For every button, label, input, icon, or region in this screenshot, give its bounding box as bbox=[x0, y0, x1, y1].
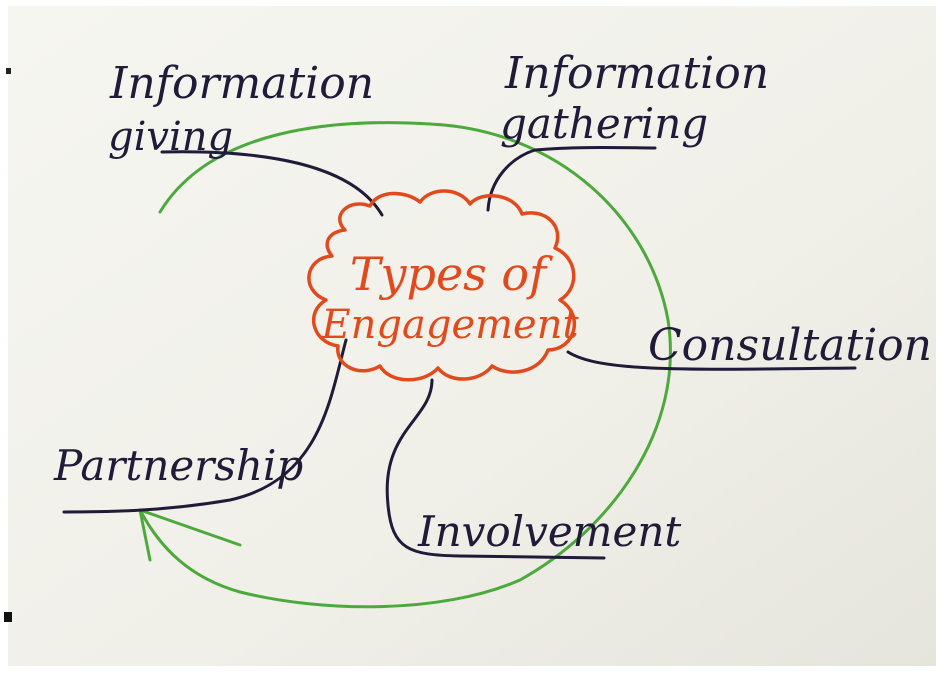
label-information-giving-line1: Information bbox=[109, 58, 374, 109]
edge-mark-bottom bbox=[4, 612, 12, 622]
center-title-line1: Types of bbox=[350, 247, 553, 301]
connector-consultation bbox=[566, 350, 857, 371]
cycle-arrow-curve bbox=[138, 121, 672, 609]
connector-involvement bbox=[385, 378, 606, 560]
connector-information-gathering bbox=[486, 146, 657, 212]
cycle-arrowhead-right bbox=[138, 508, 242, 547]
label-information-gathering-line1: Information bbox=[504, 48, 769, 99]
label-involvement: Involvement bbox=[417, 507, 681, 556]
connector-partnership bbox=[62, 338, 348, 514]
connector-information-giving bbox=[160, 150, 384, 217]
label-consultation: Consultation bbox=[648, 320, 932, 371]
label-information-gathering-line2: gathering bbox=[500, 99, 708, 148]
cycle-arrowhead-left bbox=[138, 508, 152, 562]
cycle-arrow bbox=[138, 121, 672, 609]
center-cloud bbox=[307, 189, 577, 382]
edge-mark-top bbox=[6, 68, 11, 74]
label-information-giving-line2: giving bbox=[108, 114, 233, 160]
center-title-line2: Engagement bbox=[320, 302, 579, 348]
connectors bbox=[62, 146, 857, 560]
label-partnership: Partnership bbox=[53, 441, 303, 490]
